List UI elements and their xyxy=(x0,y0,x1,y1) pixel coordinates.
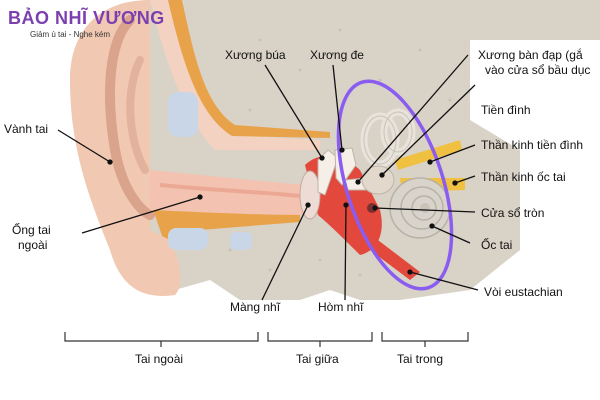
vestibule-shape xyxy=(361,165,395,195)
inner-ear-highlight xyxy=(336,79,454,291)
brand-name: BẢO NHĨ VƯƠNG xyxy=(8,8,165,28)
brand-tagline: Giảm ù tai - Nghe kém xyxy=(30,30,111,39)
label-vestibular-nerve: Thần kinh tiền đình xyxy=(481,138,584,152)
label-cochlea: Ốc tai xyxy=(481,238,513,252)
section-inner-ear: Tai trong xyxy=(397,352,444,366)
label-auricle: Vành tai xyxy=(4,122,49,136)
section-brackets xyxy=(64,332,469,347)
label-vestibule: Tiền đình xyxy=(481,103,531,117)
ear-canal-shade xyxy=(159,183,301,198)
section-middle-ear: Tai giữa xyxy=(296,352,339,366)
auricle-inner xyxy=(126,56,149,174)
leader-lines xyxy=(57,54,479,301)
cartilage-block-lower xyxy=(168,228,208,250)
label-stapes-line2: vào cửa sổ bầu dục xyxy=(485,63,591,77)
cartilage-block-upper xyxy=(168,92,198,137)
bracket-outer xyxy=(64,332,259,342)
section-outer-ear: Tai ngoài xyxy=(135,352,184,366)
label-canal-line2: ngoài xyxy=(18,238,48,252)
brand-logo: BẢO NHĨ VƯƠNG Giảm ù tai - Nghe kém xyxy=(8,8,165,39)
cartilage-block-small xyxy=(230,232,252,250)
auricle-fold xyxy=(105,15,155,220)
bracket-inner xyxy=(381,332,469,342)
malleus-shape xyxy=(317,149,339,196)
label-eustachian: Vòi eustachian xyxy=(484,285,563,299)
label-malleus: Xương búa xyxy=(225,48,286,62)
bracket-middle xyxy=(267,332,373,342)
label-cochlear-nerve: Thần kinh ốc tai xyxy=(481,170,566,184)
eardrum-shape xyxy=(299,170,321,220)
cochlea-shape xyxy=(389,177,451,239)
auricle-shape xyxy=(70,0,181,296)
label-tympanic-cavity: Hòm nhĩ xyxy=(318,300,364,314)
label-round-window: Cửa sổ tròn xyxy=(481,206,545,220)
cartilage-band xyxy=(168,0,330,138)
vestibular-nerve-shape xyxy=(395,140,462,170)
label-stapes-line1: Xương bàn đạp (gắ xyxy=(478,48,583,62)
label-canal-line1: Ống tai xyxy=(12,223,51,237)
label-incus: Xương đe xyxy=(310,48,364,62)
label-eardrum: Màng nhĩ xyxy=(230,300,281,314)
